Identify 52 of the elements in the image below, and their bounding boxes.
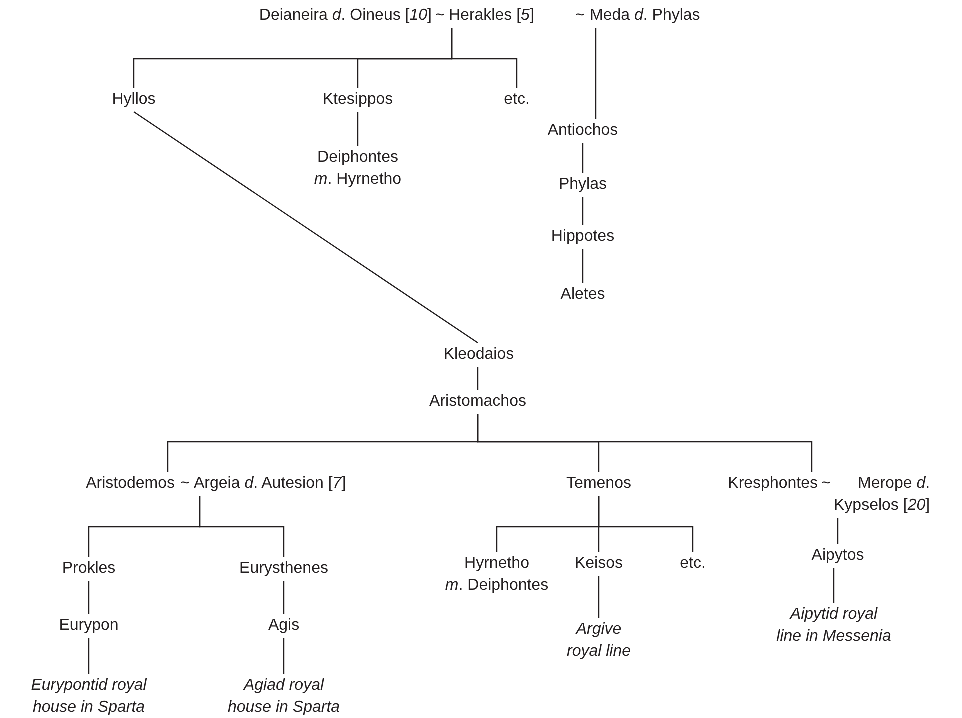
- person-name: Deianeira d. Oineus [10]: [259, 5, 432, 27]
- descent-line: [283, 581, 285, 614]
- descent-line: [477, 367, 479, 390]
- descent-line: [283, 638, 285, 674]
- marriage-symbol: ~: [435, 6, 445, 26]
- descent-line: [88, 581, 90, 614]
- person-name: Aristodemos: [86, 473, 175, 495]
- descent-line: [582, 197, 584, 225]
- person-name: Merope d. Kypselos [20]: [834, 473, 930, 517]
- person-name: Argeia d. Autesion [7]: [194, 473, 346, 495]
- descent-line: [598, 576, 600, 618]
- person-name: Antiochos: [548, 120, 618, 142]
- person-name: Eurysthenes: [240, 558, 328, 580]
- etc-text: etc.: [504, 89, 530, 111]
- descent-line: [451, 28, 518, 88]
- marriage-symbol: ~: [180, 474, 190, 494]
- person-name: Phylas: [558, 174, 608, 196]
- person-name: Aipytos: [812, 545, 864, 567]
- lineage-note: Argive royal line: [566, 619, 632, 663]
- person-name: Eurypon: [59, 615, 119, 637]
- person-name: Hyrnetho m. Deiphontes: [445, 553, 549, 597]
- marriage-symbol: ~: [575, 6, 585, 26]
- person-name: Ktesippos: [322, 89, 394, 111]
- person-name: Hippotes: [551, 226, 615, 248]
- person-name: Hyllos: [112, 89, 156, 111]
- descent-line: [134, 112, 478, 344]
- person-name: Meda d. Phylas: [590, 5, 700, 27]
- person-name: Aristomachos: [430, 391, 526, 413]
- person-name: Deiphontes m. Hyrnetho: [314, 147, 402, 191]
- lineage-note: Aipytid royal line in Messenia: [776, 604, 892, 648]
- descent-line: [598, 496, 694, 552]
- lineage-note: Eurypontid royal house in Sparta: [31, 675, 147, 718]
- descent-line: [595, 28, 597, 119]
- descent-line: [357, 112, 359, 146]
- lineage-note: Agiad royal house in Sparta: [228, 675, 340, 718]
- person-name: Aletes: [560, 284, 606, 306]
- person-name: Herakles [5]: [449, 5, 534, 27]
- etc-text: etc.: [680, 553, 706, 575]
- person-name: Kresphontes: [728, 473, 818, 495]
- descent-line: [582, 143, 584, 173]
- person-name: Prokles: [62, 558, 116, 580]
- person-name: Agis: [268, 615, 300, 637]
- person-name: Kleodaios: [444, 344, 514, 366]
- person-name: Temenos: [566, 473, 632, 495]
- descent-line: [837, 518, 839, 544]
- marriage-symbol: ~: [821, 474, 831, 494]
- descent-line: [199, 496, 285, 557]
- descent-line: [88, 638, 90, 674]
- descent-line: [833, 568, 835, 603]
- person-name: Keisos: [574, 553, 624, 575]
- descent-line: [477, 414, 813, 472]
- descent-line: [582, 249, 584, 283]
